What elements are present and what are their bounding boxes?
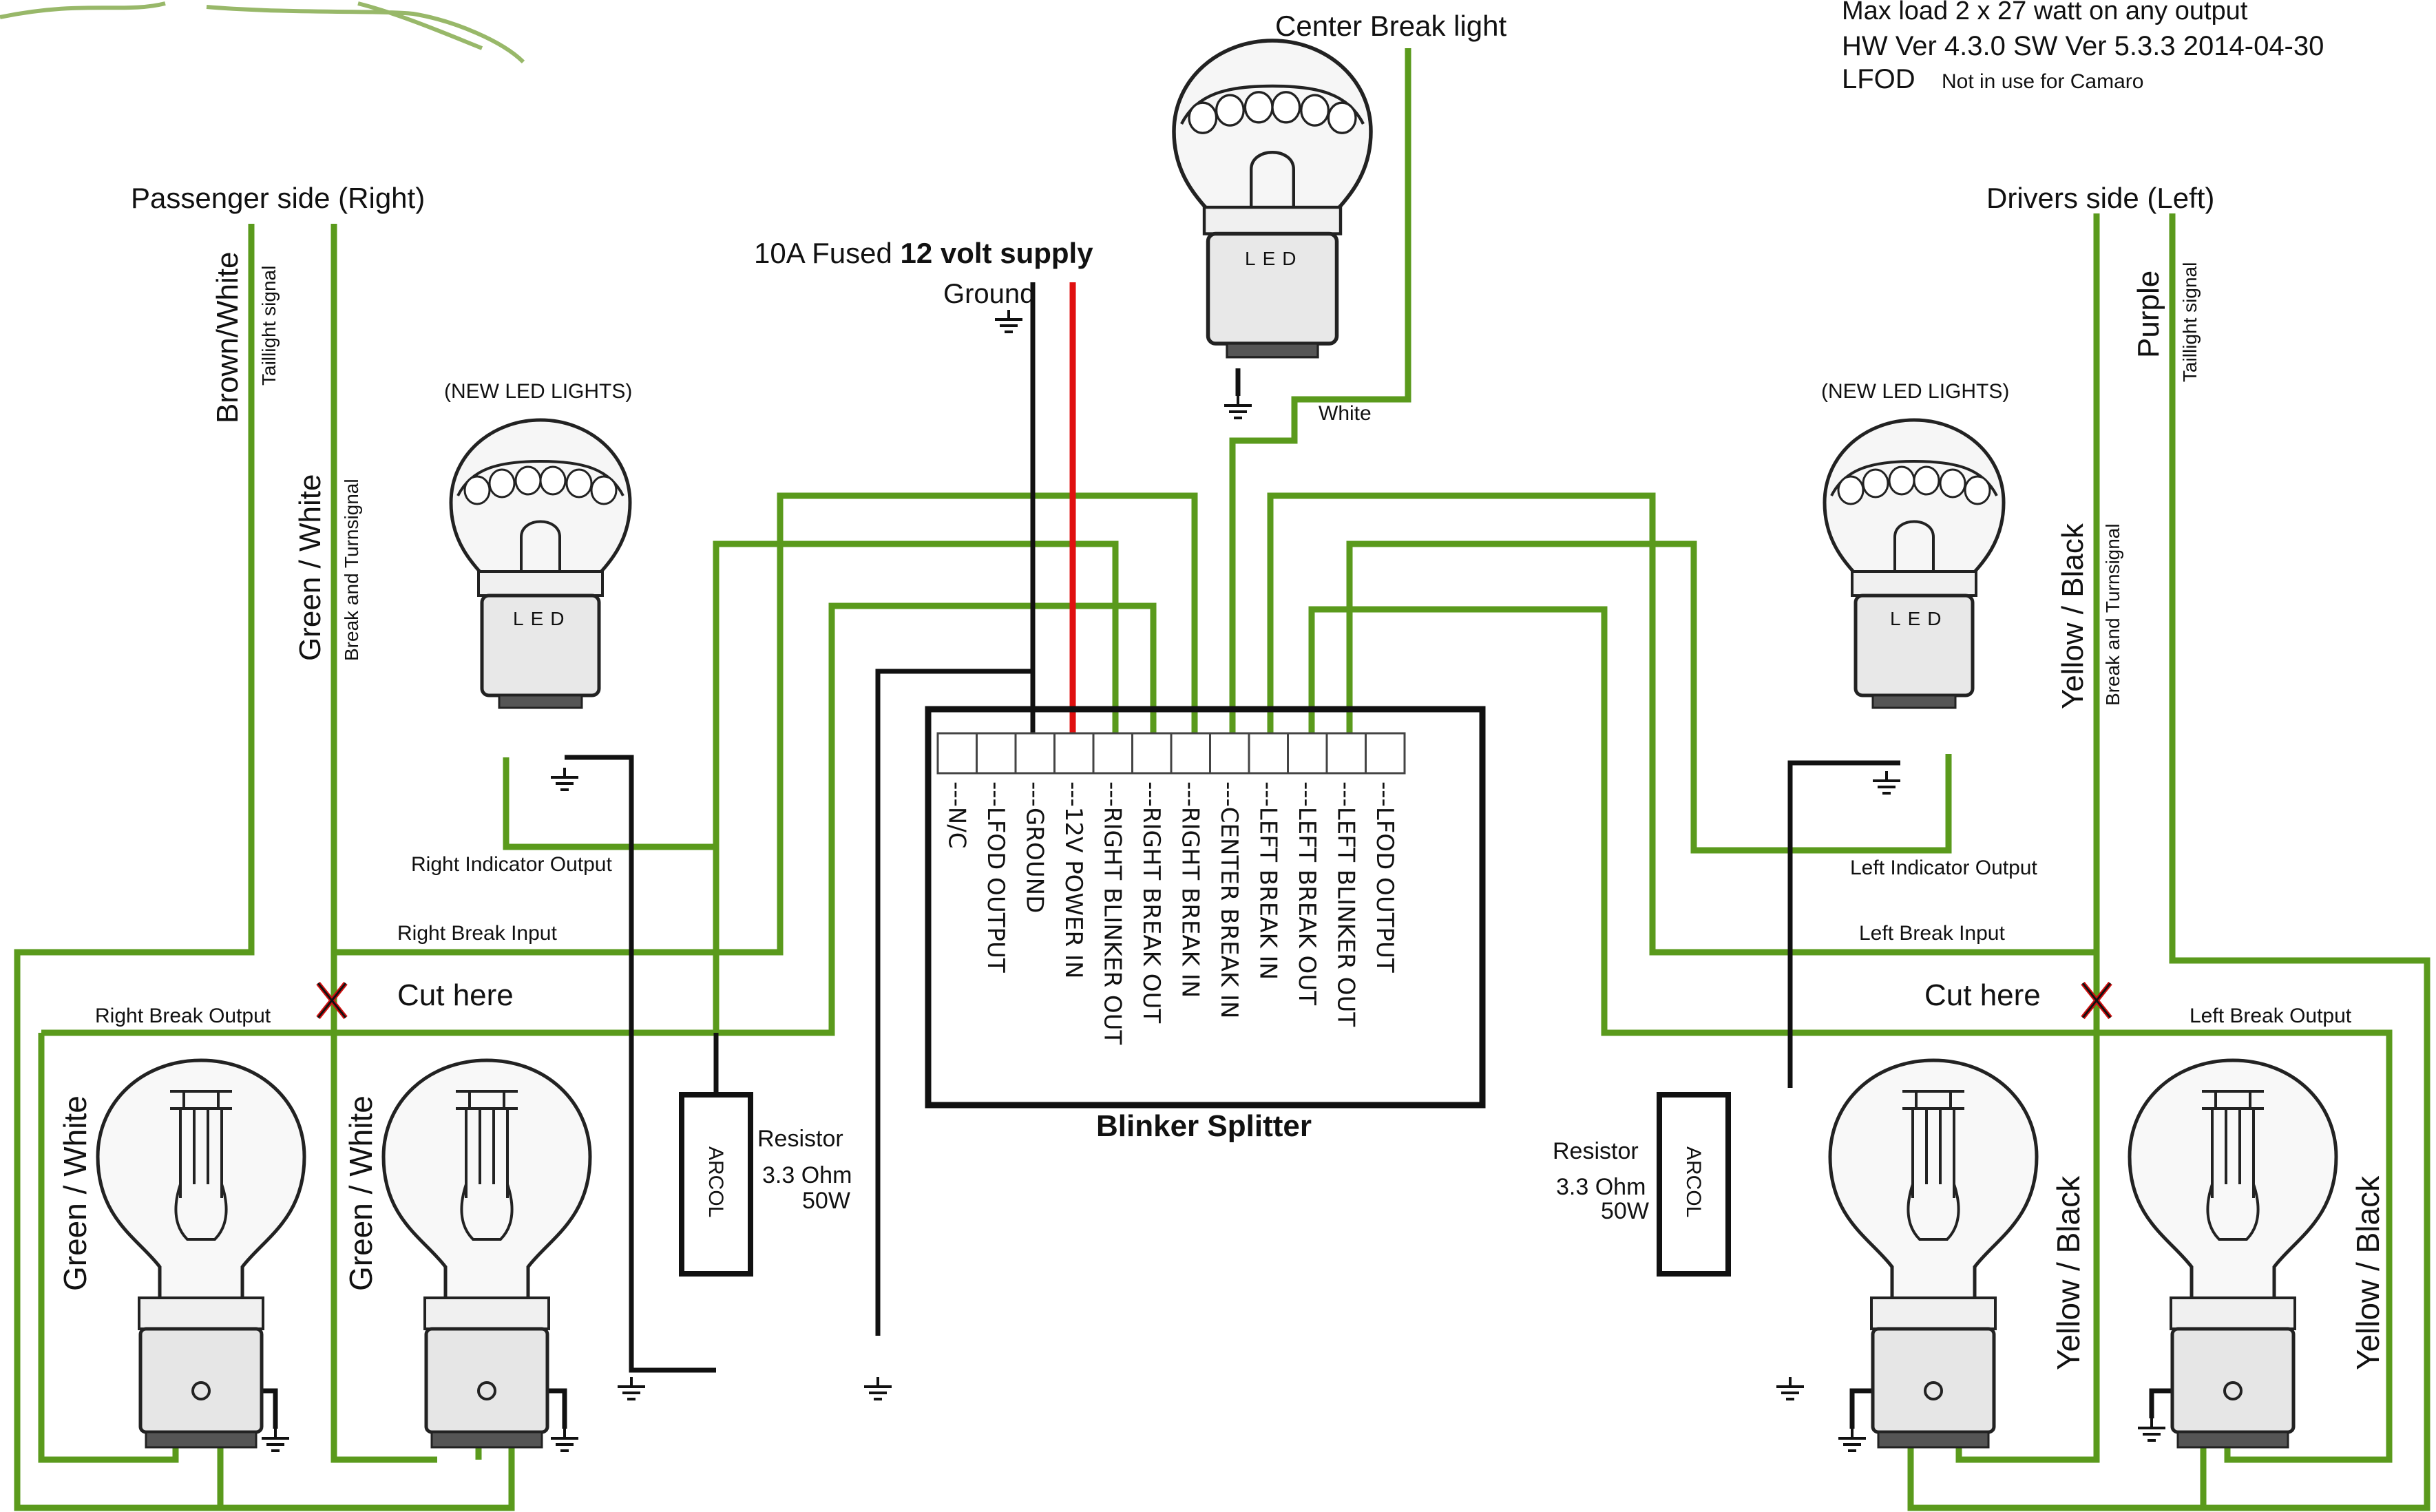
left-cut-here: Cut here	[1924, 978, 2041, 1012]
pin-label: ---LEFT BLINKER OUT	[1332, 781, 1359, 1027]
pin-terminal	[976, 732, 1017, 775]
brown-white-sub: Taillight signal	[258, 266, 280, 386]
ground-symbol-right-supply	[863, 1376, 893, 1400]
right-resistor-label: Resistor	[757, 1126, 843, 1152]
pin-terminal	[936, 732, 978, 775]
ground-symbol-center	[1223, 395, 1253, 419]
ground-symbol-left-bulb2	[2136, 1417, 2167, 1442]
center-white-label: White	[1319, 402, 1372, 425]
right-resistor-watt: 50W	[802, 1188, 850, 1214]
wire-left-break-input	[1267, 492, 2097, 956]
decorative-leaves	[0, 1, 525, 64]
pin-label: ---LEFT BREAK IN	[1254, 781, 1281, 980]
green-white-sub: Break and Turnsignal	[341, 479, 362, 661]
left-new-led-label: (NEW LED LIGHTS)	[1821, 380, 2009, 403]
pin-label: ---RIGHT BREAK IN	[1176, 781, 1204, 998]
pin-label: ---CENTER BREAK IN	[1215, 781, 1243, 1018]
ground-symbol-left-led	[1871, 770, 1902, 795]
wire-center-white	[1229, 48, 1411, 747]
left-led-label: LED	[1890, 608, 1948, 629]
wire-left-led-ground	[1787, 760, 1900, 1088]
left-resistor-label: Resistor	[1553, 1138, 1639, 1164]
wire-right-break-output	[41, 602, 1157, 1036]
wire-right-led-ground	[565, 755, 716, 1373]
left-resistor	[1657, 1092, 1731, 1277]
ground-symbol-right-resistor	[616, 1376, 647, 1400]
pin-terminal	[1131, 732, 1173, 775]
brown-white-label: Brown/White	[211, 252, 244, 423]
blinker-splitter-box	[925, 706, 1486, 1109]
right-cut-here: Cut here	[397, 978, 514, 1012]
ground-symbol-left-resistor	[1775, 1376, 1805, 1400]
ground-symbol-right-bulb2	[549, 1427, 580, 1452]
blinker-splitter-title: Blinker Splitter	[1096, 1109, 1312, 1143]
center-led-bulb	[1174, 41, 1371, 357]
pin-label: ---12V POWER IN	[1060, 781, 1087, 978]
left-break-input-label: Left Break Input	[1859, 922, 2005, 945]
right-led-label: LED	[513, 608, 571, 629]
pin-label: ---RIGHT BREAK OUT	[1137, 781, 1165, 1023]
pin-label: ---LEFT BREAK OUT	[1293, 781, 1321, 1005]
right-led-bulb	[451, 420, 630, 708]
left-bulb2-label: Yellow / Black	[2350, 1175, 2386, 1370]
wire-brown-white	[14, 224, 515, 1511]
right-bulb2-label: Green / White	[343, 1095, 379, 1291]
version-text: HW Ver 4.3.0 SW Ver 5.3.3 2014-04-30	[1842, 31, 2324, 61]
yellow-black-sub: Break and Turnsignal	[2102, 523, 2123, 706]
lfod-note: Not in use for Camaro	[1942, 70, 2143, 93]
ground-symbol-left-bulb1	[1837, 1427, 1867, 1452]
pin-label: ---GROUND	[1020, 781, 1048, 913]
ground-symbol-right-bulb1	[260, 1427, 291, 1452]
right-bulb1-label: Green / White	[57, 1095, 93, 1291]
green-white-label: Green / White	[293, 474, 327, 661]
right-break-input-label: Right Break Input	[397, 922, 557, 945]
ground-symbol-right-led	[549, 766, 580, 791]
pin-terminal	[1092, 732, 1133, 775]
pin-terminal	[1248, 732, 1289, 775]
pin-label: ---LFOD OUTPUT	[1371, 781, 1398, 973]
left-bulb1-label: Yellow / Black	[2050, 1175, 2086, 1370]
wire-green-white-input	[330, 224, 437, 1463]
purple-label: Purple	[2132, 271, 2165, 358]
pin-terminal	[1170, 732, 1211, 775]
right-indicator-output-label: Right Indicator Output	[411, 853, 612, 876]
pin-label: ---N/C	[943, 781, 970, 848]
pin-label: ---RIGHT BLINKER OUT	[1098, 781, 1126, 1045]
right-resistor-ohm: 3.3 Ohm	[762, 1162, 852, 1188]
right-break-output-label: Right Break Output	[95, 1005, 271, 1027]
wire-yellow-black-input	[1308, 213, 2100, 1036]
wire-right-indicator-output	[503, 540, 1119, 850]
pin-terminal	[1053, 732, 1095, 775]
wire-ground-junction	[875, 669, 1033, 1336]
pin-connector-row: ---N/C ---LFOD OUTPUT ---GROUND ---12V POWE…	[936, 732, 1406, 1045]
passenger-side-title: Passenger side (Right)	[131, 182, 425, 214]
pin-terminal	[1287, 732, 1328, 775]
pin-terminal	[1014, 732, 1056, 775]
right-resistor-brand: ARCOL	[704, 1146, 727, 1217]
ground-symbol-supply	[994, 308, 1024, 333]
left-resistor-ohm: 3.3 Ohm	[1556, 1174, 1646, 1200]
supply-title: 10A Fused 12 volt supply	[754, 237, 1093, 269]
left-led-bulb	[1825, 420, 2004, 708]
pin-label: ---LFOD OUTPUT	[982, 781, 1009, 973]
center-break-light-title: Center Break light	[1275, 10, 1506, 42]
pin-terminal	[1325, 732, 1367, 775]
center-led-label: LED	[1245, 248, 1303, 269]
ground-label: Ground	[943, 279, 1035, 309]
yellow-black-label: Yellow / Black	[2056, 523, 2090, 709]
left-break-output-label: Left Break Output	[2190, 1005, 2352, 1027]
purple-sub: Taillight signal	[2179, 262, 2201, 382]
max-load-text: Max load 2 x 27 watt on any output	[1842, 0, 2248, 25]
left-indicator-output-label: Left Indicator Output	[1850, 857, 2037, 879]
right-resistor	[679, 1092, 753, 1277]
drivers-side-title: Drivers side (Left)	[1986, 182, 2214, 214]
pin-terminal	[1365, 732, 1406, 775]
left-resistor-brand: ARCOL	[1682, 1146, 1705, 1217]
wire-left-indicator-output	[1346, 540, 1952, 854]
left-resistor-watt: 50W	[1601, 1198, 1649, 1224]
pin-terminal	[1209, 732, 1250, 775]
right-new-led-label: (NEW LED LIGHTS)	[444, 380, 632, 403]
lfod-label: LFOD	[1842, 64, 1915, 94]
